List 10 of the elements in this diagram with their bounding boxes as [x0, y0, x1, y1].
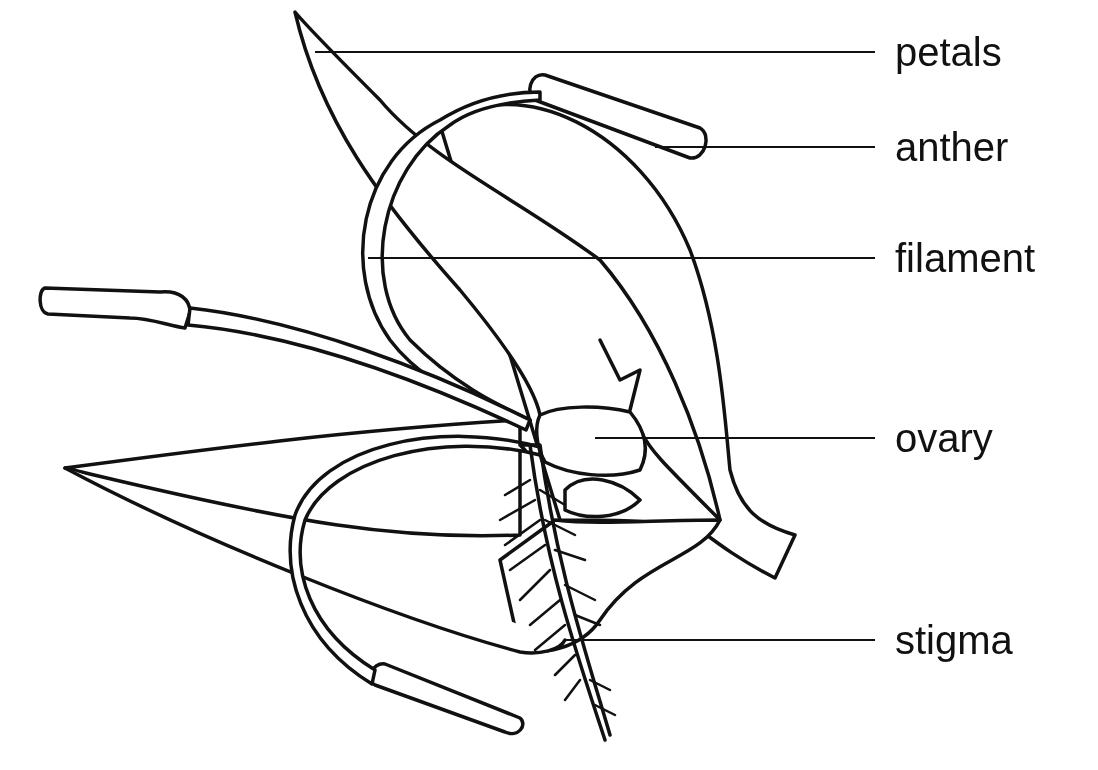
leader-line [367, 257, 876, 259]
part-label: stigma [895, 617, 1013, 663]
leader-line [314, 51, 876, 53]
leader-line [564, 639, 876, 641]
leader-line [654, 146, 876, 148]
part-label: ovary [895, 415, 993, 461]
part-label: filament [895, 235, 1036, 281]
leader-line [594, 437, 876, 439]
part-label: anther [895, 124, 1009, 170]
part-label: petals [895, 29, 1002, 75]
